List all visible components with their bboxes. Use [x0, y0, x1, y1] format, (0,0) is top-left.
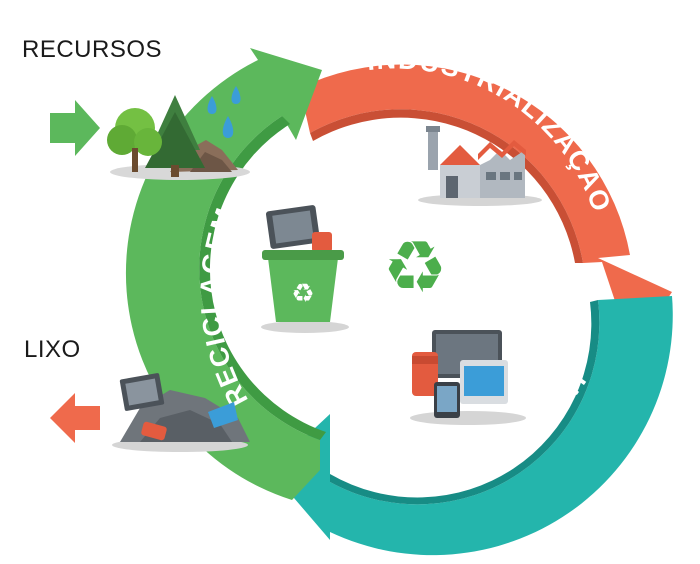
arc-uso-consumo — [270, 296, 673, 556]
devices-icon — [410, 330, 526, 425]
svg-text:♻: ♻ — [291, 279, 314, 309]
output-arrow-icon — [50, 393, 100, 443]
recycle-symbol-icon: ♻ — [383, 225, 448, 309]
output-label: LIXO — [24, 336, 81, 363]
input-label: RECURSOS — [22, 36, 163, 63]
recycling-bin-icon: ♻ — [261, 205, 349, 333]
trees-icon — [107, 95, 250, 180]
water-drops-icon — [207, 86, 241, 138]
trash-pile-icon — [112, 373, 250, 452]
factory-icon — [418, 126, 542, 206]
svg-text:♻: ♻ — [383, 225, 448, 309]
input-arrow-icon — [50, 100, 100, 156]
